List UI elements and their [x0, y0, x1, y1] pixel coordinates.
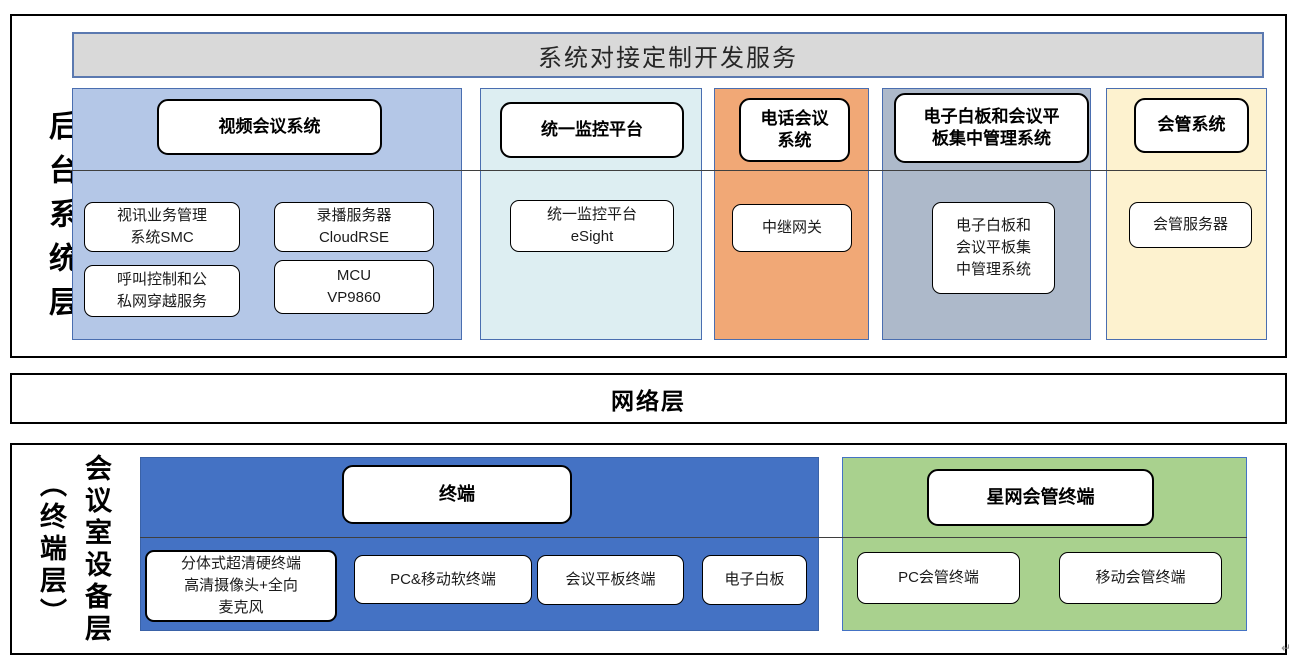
- starnet-mgmt-title: 星网会管终端: [927, 469, 1154, 526]
- whiteboard-management-title: 电子白板和会议平 板集中管理系统: [894, 93, 1089, 163]
- meeting-management-title: 会管系统: [1134, 98, 1249, 153]
- mgmt-server-box: 会管服务器: [1129, 202, 1252, 248]
- esight-box: 统一监控平台 eSight: [510, 200, 674, 252]
- board-management-box: 电子白板和 会议平板集 中管理系统: [932, 202, 1055, 294]
- mcu-box: MCU VP9860: [274, 260, 434, 314]
- backend-layer-section: 后台系统层 系统对接定制开发服务 视频会议系统 统一监控平台 电话会议 系统 电…: [10, 14, 1287, 358]
- mobile-mgmt-terminal-box: 移动会管终端: [1059, 552, 1222, 604]
- whiteboard-box: 电子白板: [702, 555, 807, 605]
- device-layer-section: （终端层） 会议室设备层 终端 星网会管终端 分体式超清硬终端 高清摄像头+全向…: [10, 443, 1287, 655]
- backend-layer-label: 后台系统层: [44, 110, 77, 330]
- system-integration-banner: 系统对接定制开发服务: [72, 32, 1264, 78]
- device-layer-label-main: 会议室设备层: [81, 454, 111, 646]
- hard-terminal-box: 分体式超清硬终端 高清摄像头+全向 麦克风: [145, 550, 337, 622]
- terminal-title: 终端: [342, 465, 572, 524]
- smc-box: 视讯业务管理 系统SMC: [84, 202, 240, 252]
- call-control-box: 呼叫控制和公 私网穿越服务: [84, 265, 240, 317]
- paragraph-return-mark: ↵: [1281, 641, 1292, 655]
- phone-conference-title: 电话会议 系统: [739, 98, 850, 162]
- device-layer-label-parens: （终端层）: [36, 470, 66, 630]
- trunk-gateway-box: 中继网关: [732, 204, 852, 252]
- meeting-pad-box: 会议平板终端: [537, 555, 684, 605]
- separator-line: [140, 537, 1247, 538]
- separator-line: [70, 170, 1266, 171]
- video-conference-title: 视频会议系统: [157, 99, 382, 155]
- soft-terminal-box: PC&移动软终端: [354, 555, 532, 604]
- device-layer-label: （终端层） 会议室设备层: [26, 451, 122, 649]
- network-layer-bar: 网络层: [10, 373, 1287, 424]
- unified-monitoring-title: 统一监控平台: [500, 102, 684, 158]
- pc-mgmt-terminal-box: PC会管终端: [857, 552, 1020, 604]
- cloudrse-box: 录播服务器 CloudRSE: [274, 202, 434, 252]
